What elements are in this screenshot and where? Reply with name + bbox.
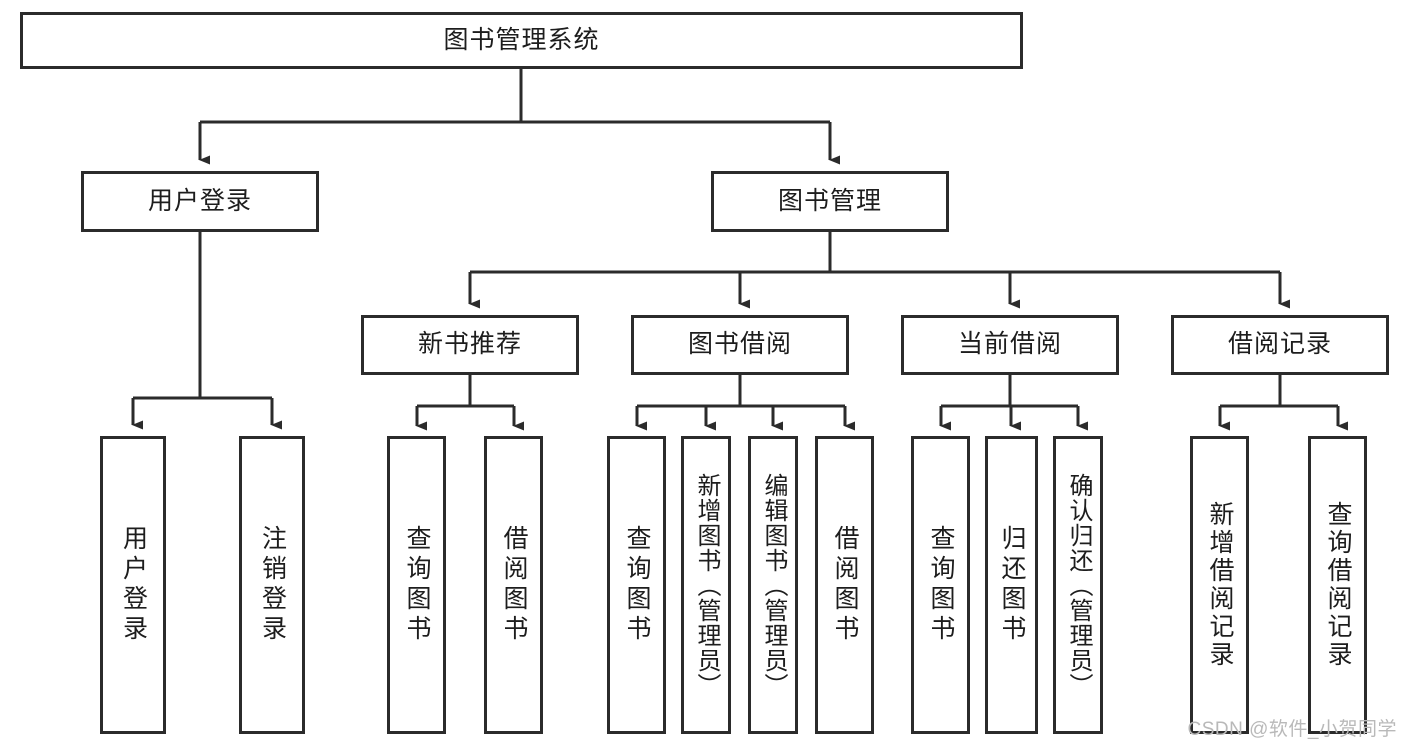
node-new-book-recommend-label: 新书推荐	[417, 330, 522, 359]
node-new-book-recommend[interactable]: 新书推荐	[361, 315, 579, 375]
node-root[interactable]: 图书管理系统	[20, 12, 1023, 69]
leaf-query-borrow-record[interactable]: 查询借阅记录	[1308, 436, 1367, 734]
leaf-borrow-book-label: 借阅图书	[831, 525, 859, 645]
leaf-confirm-return-admin-label: 确认归还（管理员）	[1065, 472, 1092, 698]
leaf-query-book-borrow[interactable]: 查询图书	[607, 436, 666, 734]
node-book-management-label: 图书管理	[777, 186, 882, 215]
leaf-add-book-admin-label: 新增图书（管理员）	[693, 472, 720, 698]
node-book-borrow[interactable]: 图书借阅	[631, 315, 849, 375]
node-book-borrow-label: 图书借阅	[687, 330, 792, 359]
leaf-logout-label: 注销登录	[258, 525, 287, 645]
leaf-user-login[interactable]: 用户登录	[100, 436, 166, 734]
leaf-borrow-book-recommend[interactable]: 借阅图书	[484, 436, 543, 734]
node-user-login-label: 用户登录	[147, 186, 252, 215]
leaf-return-book[interactable]: 归还图书	[985, 436, 1038, 734]
leaf-query-book-current[interactable]: 查询图书	[911, 436, 970, 734]
leaf-add-borrow-record-label: 新增借阅记录	[1206, 501, 1234, 669]
node-current-borrow[interactable]: 当前借阅	[901, 315, 1119, 375]
leaf-query-book-recommend[interactable]: 查询图书	[387, 436, 446, 734]
leaf-borrow-book-recommend-label: 借阅图书	[500, 525, 528, 645]
leaf-query-book-borrow-label: 查询图书	[623, 525, 651, 645]
leaf-query-book-current-label: 查询图书	[927, 525, 955, 645]
leaf-query-book-recommend-label: 查询图书	[403, 525, 431, 645]
leaf-return-book-label: 归还图书	[998, 525, 1026, 645]
leaf-edit-book-admin-label: 编辑图书（管理员）	[760, 472, 787, 698]
node-user-login[interactable]: 用户登录	[81, 171, 319, 232]
leaf-add-borrow-record[interactable]: 新增借阅记录	[1190, 436, 1249, 734]
watermark-text: CSDN @软件_小贺同学	[1187, 719, 1397, 740]
node-borrow-record-label: 借阅记录	[1227, 330, 1332, 359]
leaf-edit-book-admin[interactable]: 编辑图书（管理员）	[748, 436, 798, 734]
leaf-borrow-book[interactable]: 借阅图书	[815, 436, 874, 734]
node-root-label: 图书管理系统	[443, 25, 600, 54]
leaf-query-borrow-record-label: 查询借阅记录	[1324, 501, 1352, 669]
leaf-logout[interactable]: 注销登录	[239, 436, 305, 734]
node-current-borrow-label: 当前借阅	[957, 330, 1062, 359]
node-borrow-record[interactable]: 借阅记录	[1171, 315, 1389, 375]
leaf-confirm-return-admin[interactable]: 确认归还（管理员）	[1053, 436, 1103, 734]
leaf-user-login-label: 用户登录	[119, 525, 148, 645]
leaf-add-book-admin[interactable]: 新增图书（管理员）	[681, 436, 731, 734]
node-book-management[interactable]: 图书管理	[711, 171, 949, 232]
